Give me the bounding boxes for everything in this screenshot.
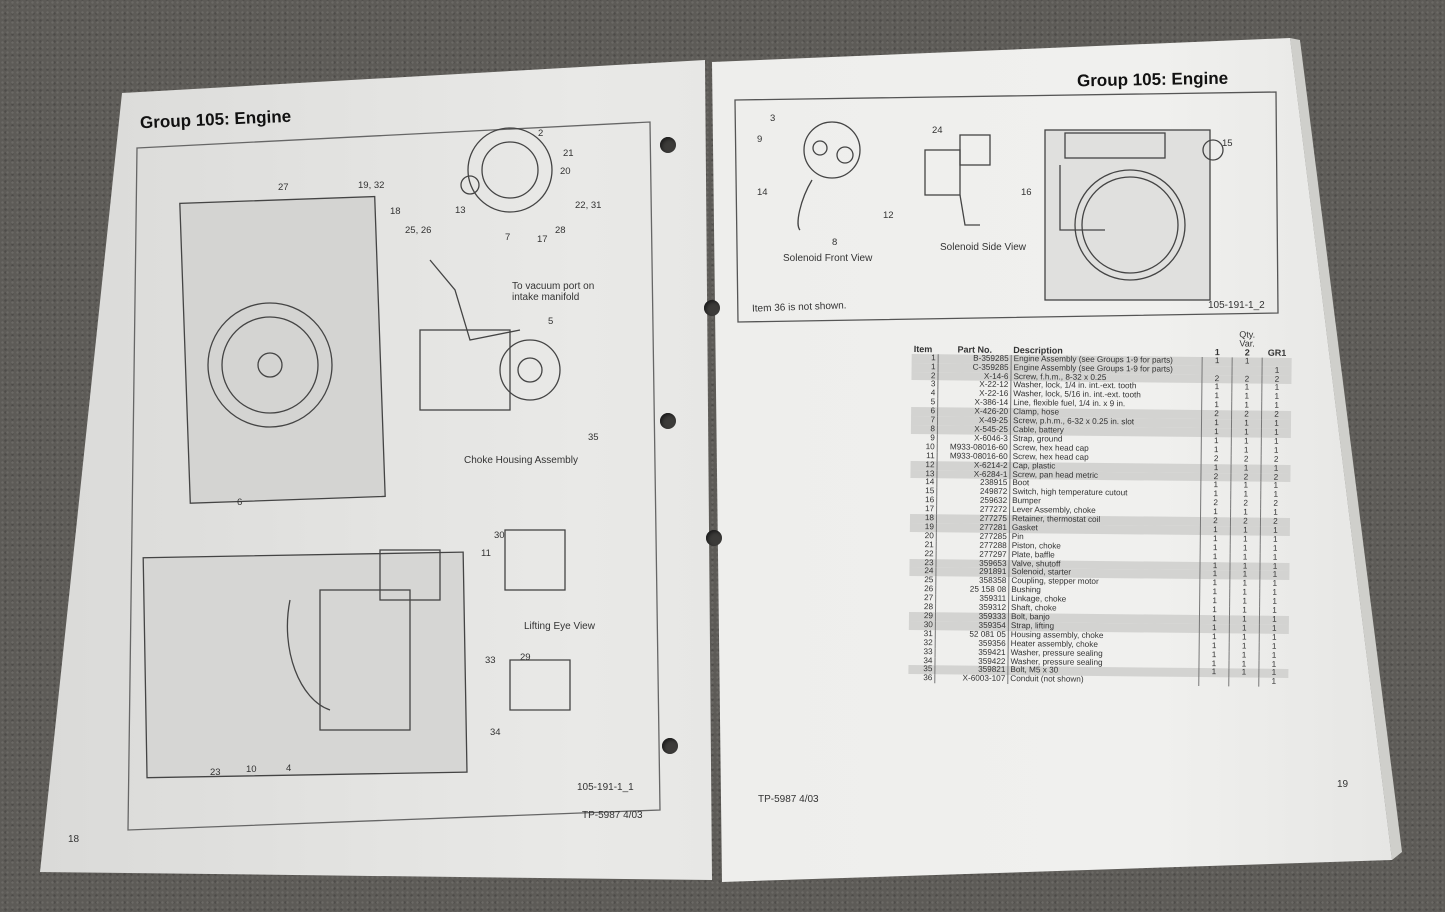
callout: 23 [210,767,221,778]
callout: 7 [505,232,511,243]
callout: 8 [832,237,838,248]
callout: 21 [563,148,574,159]
callout: 22, 31 [575,200,602,211]
callout: 15 [1222,138,1233,149]
qty-2-cell: 1 [1228,668,1259,678]
callout: 20 [560,166,571,177]
callout: 11 [481,548,491,559]
figure-id: 105-191-1_2 [1208,300,1265,311]
callout: 28 [555,225,566,236]
choke-housing-caption: Choke Housing Assembly [464,455,578,466]
page-number: 18 [68,834,80,845]
punch-hole [706,530,722,546]
callout: 18 [390,206,401,217]
punch-hole [660,413,676,429]
callout: 29 [520,652,531,663]
callout: 13 [455,205,466,216]
figure-id: 105-191-1_1 [577,782,634,793]
callout: 17 [537,234,548,245]
callout: 24 [932,125,943,136]
callout: 3 [770,113,776,124]
qty-2-cell: 1 [1232,356,1263,367]
punch-hole [662,738,678,754]
callout: 25, 26 [405,225,432,236]
callout: 9 [757,134,763,145]
callout: 27 [278,182,289,193]
doc-id: TP-5987 4/03 [758,794,819,805]
callout: 34 [490,727,501,738]
qty-2-cell [1228,677,1259,687]
item-cell: 36 [908,673,935,684]
qty-1-cell: 1 [1202,356,1233,366]
punch-hole [660,137,676,153]
callout: 19, 32 [358,180,385,191]
qty-1-cell: 1 [1198,668,1229,678]
punch-hole [704,300,720,316]
part-no-cell: X-6003-107 [934,674,1008,685]
callout: 35 [588,432,599,443]
callout: 6 [237,497,243,508]
callout: 2 [538,128,544,139]
solenoid-front-caption: Solenoid Front View [783,253,873,264]
vacuum-port-note: To vacuum port on intake manifold [512,281,595,303]
qty-gr1-cell: 1 [1258,677,1289,688]
callout: 33 [485,655,496,666]
callout: 30 [494,530,505,541]
callout: 4 [286,763,292,774]
callout: 14 [757,187,768,198]
callout: 12 [883,210,894,221]
page-number: 19 [1337,779,1349,790]
doc-id: TP-5987 4/03 [582,810,643,821]
solenoid-side-caption: Solenoid Side View [940,242,1026,253]
lifting-eye-caption: Lifting Eye View [524,621,595,632]
callout: 10 [246,764,257,775]
qty-1-cell [1198,677,1229,687]
callout: 16 [1021,187,1032,198]
callout: 5 [548,316,554,327]
qty-col-gr1-header: GR1 [1267,347,1287,358]
parts-table: Qty. Var. Item Part No. Description 1 2 … [908,327,1292,688]
